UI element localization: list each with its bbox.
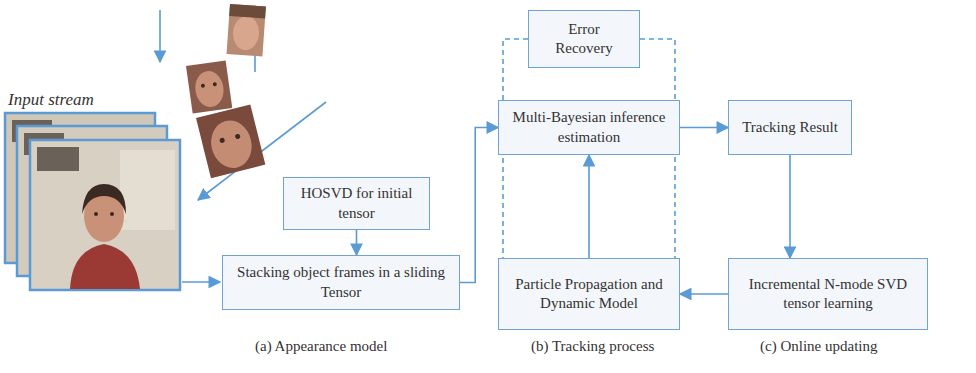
process-box: Error Recovery <box>528 10 640 68</box>
box-text: HOSVD for initial tensor <box>294 184 419 223</box>
input-arrow <box>182 281 220 283</box>
box-text: Tracking Result <box>742 118 838 138</box>
process-box: HOSVD for initial tensor <box>283 177 430 230</box>
process-box: Incremental N-mode SVD tensor learning <box>728 258 928 330</box>
flow-arrow <box>588 155 590 258</box>
face-crop <box>227 4 266 56</box>
process-box: Multi-Bayesian inference estimation <box>498 100 680 155</box>
box-text: Particle Propagation and Dynamic Model <box>509 275 669 314</box>
box-text: Error Recovery <box>539 20 629 59</box>
flow-arrow <box>680 127 728 129</box>
flow-arrow <box>356 230 358 255</box>
box-text: Stacking object frames in a sliding Tens… <box>233 263 449 302</box>
video-frame <box>30 140 180 290</box>
face-crop <box>186 60 232 113</box>
stream-label: Input stream <box>8 90 94 110</box>
flow-arrow <box>680 293 728 295</box>
box-text: Multi-Bayesian inference estimation <box>509 108 669 147</box>
box-text: Incremental N-mode SVD tensor learning <box>739 275 917 314</box>
process-box: Stacking object frames in a sliding Tens… <box>222 255 460 310</box>
flow-arrow <box>789 155 791 258</box>
section-caption: (b) Tracking process <box>531 338 654 355</box>
section-caption: (c) Online updating <box>760 338 877 355</box>
process-box: Particle Propagation and Dynamic Model <box>498 258 680 330</box>
face-crop <box>196 104 265 178</box>
process-box: Tracking Result <box>728 100 852 155</box>
section-caption: (a) Appearance model <box>255 338 387 355</box>
flow-arrow <box>460 128 498 283</box>
motion-arrow <box>159 10 161 62</box>
